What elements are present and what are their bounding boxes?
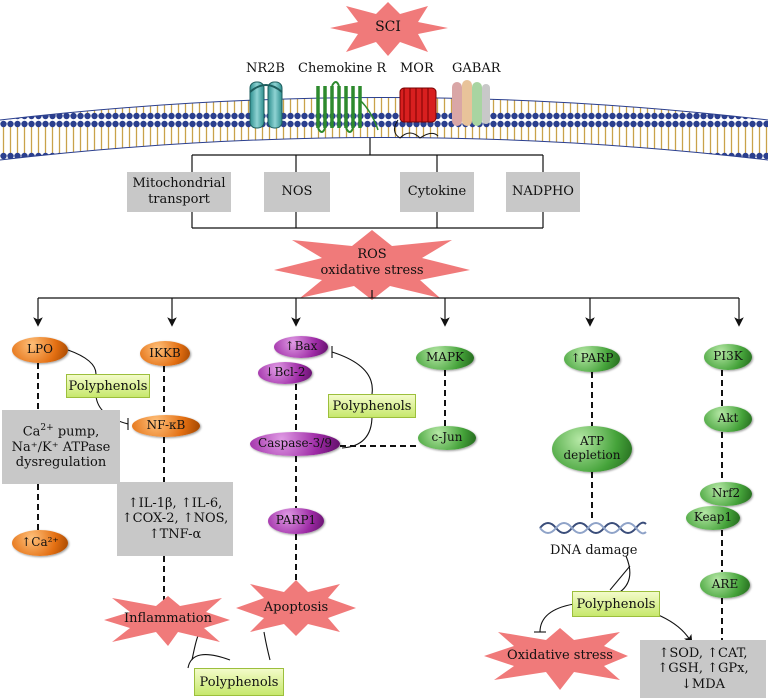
keap1-node: Keap1 (686, 506, 740, 530)
mitochondrial-transport-box: Mitochondrial transport (127, 172, 231, 212)
bax-node: ↑Bax (274, 336, 328, 358)
cytokines-box: ↑IL-1β, ↑IL-6, ↑COX-2, ↑NOS, ↑TNF-α (117, 482, 233, 556)
atp-depletion-node: ATP depletion (552, 426, 632, 472)
inflammation-burst (104, 596, 230, 646)
sci-label: SCI (375, 19, 401, 35)
oxidative-stress-burst (484, 628, 628, 690)
nr2b-receptor-icon (249, 81, 283, 129)
mapk-node: MAPK (416, 346, 474, 370)
ros-distribution (33, 290, 744, 327)
nrf2-node: Nrf2 (700, 482, 752, 506)
ion-line1: Ca2+ pump, (22, 422, 100, 440)
polyphenols-badge-3: Polyphenols (572, 591, 660, 617)
ros-burst (274, 230, 470, 300)
pi3k-node: PI3K (704, 344, 752, 370)
gabar-label: GABAR (452, 61, 501, 76)
anti-line3: ↓MDA (680, 676, 725, 692)
apoptosis-label: Apoptosis (263, 600, 329, 615)
ikkb-node: IKKB (140, 341, 190, 366)
apoptosis-burst (236, 580, 356, 636)
antioxidants-box: ↑SOD, ↑CAT, ↑GSH, ↑GPx, ↓MDA (640, 640, 766, 698)
are-node: ARE (700, 572, 750, 598)
dna-helix-icon (539, 521, 647, 535)
cytokine-box: Cytokine (400, 172, 474, 212)
polyphenols-badge-1: Polyphenols (66, 374, 150, 398)
mito-line1: Mitochondrial (132, 176, 226, 192)
parp1-node: PARP1 (268, 508, 324, 534)
parp-node: ↑PARP (564, 346, 620, 372)
mor-label: MOR (400, 61, 434, 76)
chemokine-r-label: Chemokine R (298, 61, 387, 76)
lpo-node: LPO (12, 337, 68, 363)
ion-line2: Na⁺/K⁺ ATPase (11, 439, 111, 455)
ion-dysregulation-box: Ca2+ pump, Na⁺/K⁺ ATPase dysregulation (2, 410, 120, 484)
akt-node: Akt (704, 406, 752, 432)
inflammation-label: Inflammation (124, 611, 212, 626)
cyto-line3: ↑TNF-α (148, 526, 202, 542)
sci-burst (330, 2, 448, 56)
cyto-line2: ↑COX-2, ↑NOS, (121, 511, 229, 527)
ion-line3: dysregulation (15, 455, 107, 471)
atp-line2: depletion (563, 448, 621, 462)
cyto-line1: ↑IL-1β, ↑IL-6, (127, 495, 223, 511)
calcium-node: ↑Ca²⁺ (12, 530, 68, 556)
cjun-node: c-Jun (418, 426, 476, 450)
polyphenols-badge-4: Polyphenols (194, 668, 284, 696)
ros-label: ROS oxidative stress (310, 247, 434, 280)
ros-line1: ROS (357, 247, 387, 262)
dna-damage-label: DNA damage (550, 543, 638, 558)
cell-membrane (0, 97, 768, 161)
receptor-connectors (191, 138, 544, 229)
gabar-receptor-icon (452, 80, 490, 126)
nadpho-box: NADPHO (506, 172, 580, 212)
chemokine-receptor-icon (316, 81, 379, 133)
oxidative-stress-label: Oxidative stress (507, 648, 613, 663)
atp-line1: ATP (579, 434, 605, 449)
nfkb-node: NF-κB (132, 415, 200, 437)
ros-line2: oxidative stress (320, 263, 424, 279)
polyphenols-badge-2: Polyphenols (328, 394, 416, 418)
mor-receptor-icon (394, 87, 439, 139)
nr2b-label: NR2B (246, 61, 285, 76)
caspase-node: Caspase-3/9 (250, 432, 340, 456)
nos-box: NOS (264, 172, 330, 212)
bcl2-node: ↓Bcl-2 (258, 362, 312, 384)
anti-line1: ↑SOD, ↑CAT, (658, 645, 748, 661)
mito-line2: transport (148, 192, 210, 207)
anti-line2: ↑GSH, ↑GPx, (657, 661, 749, 677)
